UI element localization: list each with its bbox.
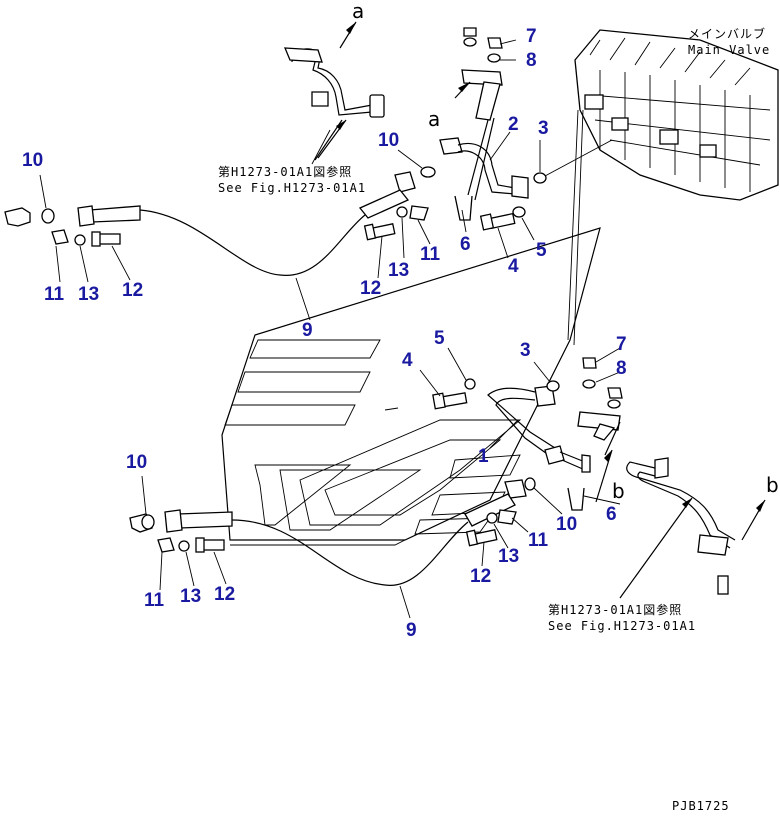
callout-7: 7: [616, 334, 627, 355]
ref-top-jp: 第H1273-01A1図参照: [218, 164, 352, 179]
letter-a-top: a: [352, 0, 364, 23]
main-valve-label-jp: メインバルブ: [688, 26, 766, 41]
callout-3: 3: [538, 118, 549, 139]
hose-bottom: [129, 479, 527, 586]
callout-7: 7: [526, 26, 537, 47]
u-bolt-bottom: [567, 487, 585, 511]
callout-11: 11: [44, 284, 65, 305]
pipe-1: [487, 380, 591, 491]
callout-13: 13: [180, 586, 201, 607]
boom-outline: [221, 227, 601, 546]
bracket-top: [454, 27, 503, 201]
callout-4: 4: [508, 256, 519, 277]
callout-8: 8: [616, 358, 627, 379]
callout-9: 9: [406, 620, 417, 641]
valve-leader-lines: [567, 109, 584, 346]
ref-bottom-jp: 第H1273-01A1図参照: [548, 602, 682, 617]
bolt-4-bottom: [432, 378, 476, 410]
letter-b-right: b: [766, 473, 779, 497]
letter-b-mid: b: [612, 479, 625, 503]
ref-bottom-en: See Fig.H1273-01A1: [548, 619, 696, 633]
callout-4: 4: [402, 350, 413, 371]
pipe-b-detail: [619, 457, 766, 599]
callout-12: 12: [470, 566, 491, 587]
callout-13: 13: [78, 284, 99, 305]
callout-9: 9: [302, 320, 313, 341]
main-valve: [574, 29, 779, 201]
callout-5: 5: [536, 240, 547, 261]
callout-11: 11: [144, 590, 165, 611]
callout-2: 2: [508, 114, 519, 135]
clamp-hardware-bottom-right: [465, 509, 517, 547]
callout-3: 3: [520, 340, 531, 361]
callout-10: 10: [126, 452, 147, 473]
figure-id: PJB1725: [672, 799, 730, 813]
callout-11: 11: [420, 244, 441, 265]
bracket-bottom: [577, 357, 623, 503]
callout-11: 11: [528, 530, 549, 551]
callout-1: 1: [478, 446, 489, 467]
callout-10: 10: [378, 130, 399, 151]
bolt-4-top: [479, 206, 526, 231]
callout-12: 12: [214, 584, 235, 605]
callout-12: 12: [360, 278, 381, 299]
clamp-hardware-top-right: [363, 205, 429, 241]
hose-top: [4, 171, 416, 276]
callout-10: 10: [556, 514, 577, 535]
pipe-a-detail: [283, 21, 385, 161]
callout-8: 8: [526, 50, 537, 71]
ref-top-en: See Fig.H1273-01A1: [218, 181, 366, 195]
callout-12: 12: [122, 280, 143, 301]
callout-13: 13: [498, 546, 519, 567]
callout-5: 5: [434, 328, 445, 349]
clamp-hardware-top-left: [51, 229, 121, 247]
letter-a-mid: a: [428, 107, 440, 131]
callout-10: 10: [22, 150, 43, 171]
callout-6: 6: [606, 504, 617, 525]
u-bolt-top: [454, 195, 473, 221]
leader-lines-top: [39, 39, 541, 321]
callout-6: 6: [460, 234, 471, 255]
pipe-2: [420, 137, 613, 199]
leader-lines-bottom: [141, 347, 621, 619]
clamp-hardware-bottom-left: [157, 537, 225, 553]
main-valve-label-en: Main Valve: [688, 43, 770, 57]
callout-13: 13: [388, 260, 409, 281]
